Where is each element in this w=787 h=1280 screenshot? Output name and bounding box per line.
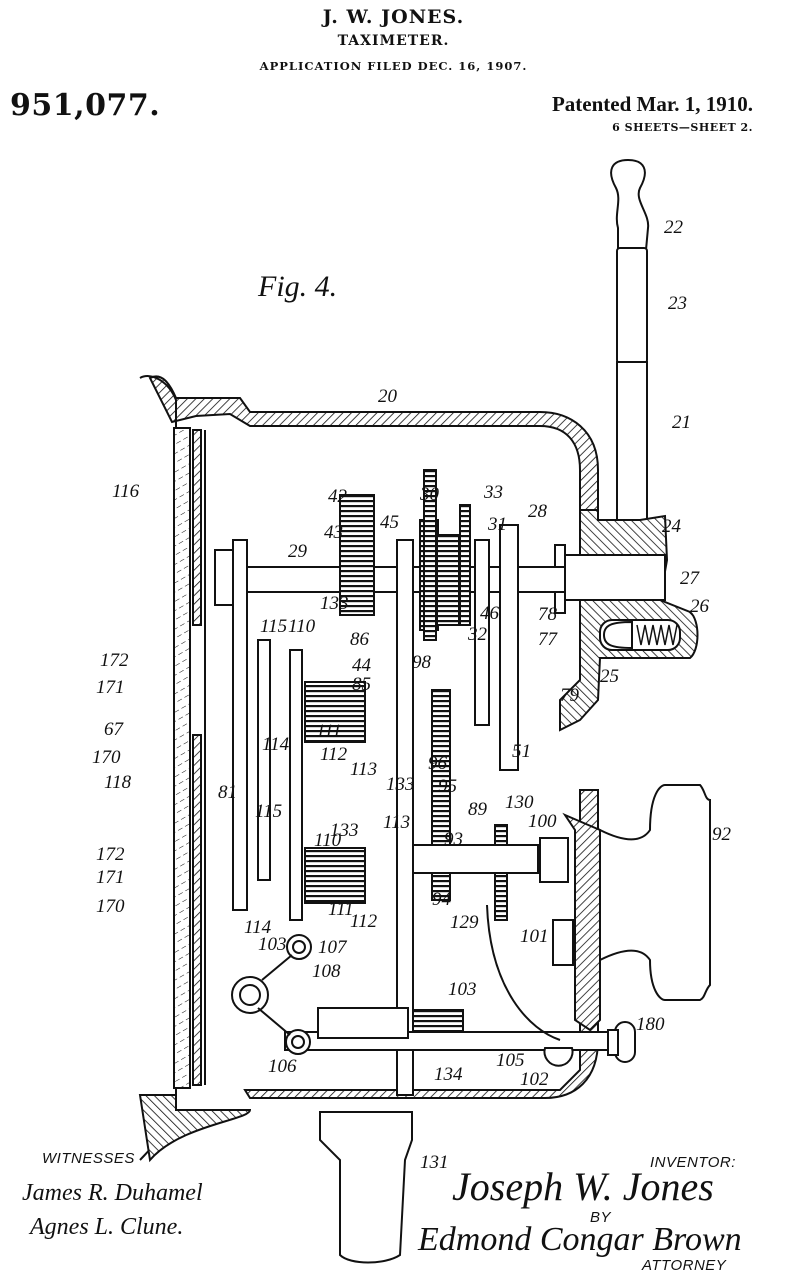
reference-numeral-89: 89 <box>468 799 488 820</box>
reference-numeral-85: 85 <box>352 674 371 695</box>
reference-numeral-96: 96 <box>428 753 448 774</box>
reference-numeral-92: 92 <box>712 824 732 845</box>
reference-numeral-133b: 133 <box>386 774 415 795</box>
reference-numeral-114a: 114 <box>262 734 290 755</box>
reference-numeral-101: 101 <box>520 926 549 947</box>
reference-numeral-45: 45 <box>380 512 399 533</box>
reference-numeral-20: 20 <box>378 386 398 407</box>
header-application-filed: APPLICATION FILED DEC. 16, 1907. <box>259 59 528 73</box>
witness-signature-1: James R. Duhamel <box>22 1180 203 1206</box>
reference-numeral-134: 134 <box>434 1064 463 1085</box>
reference-numeral-30: 30 <box>419 484 440 505</box>
reference-numeral-129: 129 <box>450 912 479 933</box>
reference-numeral-31: 31 <box>487 514 507 535</box>
reference-numeral-115b: 115 <box>255 801 282 822</box>
reference-numeral-133a: 133 <box>320 593 349 614</box>
reference-numeral-106: 106 <box>268 1056 297 1077</box>
reference-numeral-170b: 170 <box>96 896 125 917</box>
header-inventor-name: J. W. JONES. <box>322 6 465 28</box>
witnesses-label: WITNESSES <box>42 1150 135 1167</box>
reference-numeral-51: 51 <box>512 741 531 762</box>
reference-numeral-108: 108 <box>312 961 341 982</box>
reference-numeral-22: 22 <box>664 217 684 238</box>
reference-numeral-94: 94 <box>432 889 452 910</box>
mechanism <box>214 469 636 1264</box>
figure-label: Fig. 4. <box>257 270 337 303</box>
reference-numeral-98: 98 <box>412 652 432 673</box>
reference-numeral-171b: 171 <box>96 867 125 888</box>
reference-numeral-42: 42 <box>328 486 348 507</box>
reference-numeral-113a: 113 <box>350 759 377 780</box>
reference-numeral-25: 25 <box>600 666 619 687</box>
reference-numeral-46: 46 <box>480 603 500 624</box>
reference-numeral-115a: 115 <box>260 616 287 637</box>
reference-numeral-111b: 111 <box>328 899 354 920</box>
reference-numeral-180: 180 <box>636 1014 665 1035</box>
reference-numeral-29: 29 <box>288 541 308 562</box>
reference-numeral-133c: 133 <box>330 820 359 841</box>
reference-numerals: 20 21 22 23 24 25 26 27 28 29 30 31 32 33 42 43 44 45 46 51… <box>92 217 732 1173</box>
reference-numeral-110a: 110 <box>288 616 316 637</box>
reference-numeral-131: 131 <box>420 1152 449 1173</box>
reference-numeral-86: 86 <box>350 629 370 650</box>
reference-numeral-93: 93 <box>444 829 463 850</box>
reference-numeral-171a: 171 <box>96 677 125 698</box>
reference-numeral-112a: 112 <box>320 744 348 765</box>
reference-numeral-172b: 172 <box>96 844 125 865</box>
reference-numeral-103a: 103 <box>448 979 477 1000</box>
header-invention-title: TAXIMETER. <box>337 33 450 49</box>
reference-numeral-100: 100 <box>528 811 557 832</box>
knob <box>599 784 711 1001</box>
reference-numeral-113b: 113 <box>383 812 410 833</box>
reference-numeral-103b: 103 <box>258 934 287 955</box>
reference-numeral-81: 81 <box>218 782 237 803</box>
reference-numeral-111a: 111 <box>316 721 342 742</box>
witness-signature-2: Agnes L. Clune. <box>28 1214 183 1240</box>
reference-numeral-21: 21 <box>672 412 691 433</box>
reference-numeral-67: 67 <box>104 719 125 740</box>
lever-handle <box>610 158 650 523</box>
front-glass-frame <box>138 375 252 1163</box>
reference-numeral-130: 130 <box>505 792 534 813</box>
patent-number: 951,077. <box>10 88 161 123</box>
reference-numeral-24: 24 <box>662 516 682 537</box>
attorney-label: ATTORNEY <box>641 1257 727 1274</box>
sheet-count: 6 SHEETS—SHEET 2. <box>612 121 753 134</box>
reference-numeral-78: 78 <box>538 604 558 625</box>
reference-numeral-95: 95 <box>438 776 457 797</box>
inventor-signature: Joseph W. Jones <box>452 1164 714 1209</box>
reference-numeral-116: 116 <box>112 481 140 502</box>
reference-numeral-28: 28 <box>528 501 548 522</box>
reference-numeral-27: 27 <box>680 568 701 589</box>
reference-numeral-107: 107 <box>318 937 348 958</box>
by-label: BY <box>590 1209 612 1226</box>
reference-numeral-23: 23 <box>668 293 687 314</box>
reference-numeral-26: 26 <box>690 596 710 617</box>
reference-numeral-44: 44 <box>352 655 372 676</box>
reference-numeral-172a: 172 <box>100 650 129 671</box>
reference-numeral-32: 32 <box>467 624 488 645</box>
reference-numeral-102: 102 <box>520 1069 549 1090</box>
inventor-label: INVENTOR: <box>650 1154 736 1171</box>
reference-numeral-114b: 114 <box>244 917 272 938</box>
reference-numeral-112b: 112 <box>350 911 378 932</box>
reference-numeral-110b: 110 <box>314 830 342 851</box>
reference-numeral-33: 33 <box>483 482 503 503</box>
reference-numeral-79: 79 <box>560 685 580 706</box>
reference-numeral-43: 43 <box>324 522 343 543</box>
reference-numeral-170a: 170 <box>92 747 121 768</box>
reference-numeral-105: 105 <box>496 1050 525 1071</box>
reference-numeral-77: 77 <box>538 629 559 650</box>
attorney-signature: Edmond Congar Brown <box>417 1221 742 1258</box>
reference-numeral-118: 118 <box>104 772 132 793</box>
patent-date: Patented Mar. 1, 1910. <box>551 92 753 116</box>
